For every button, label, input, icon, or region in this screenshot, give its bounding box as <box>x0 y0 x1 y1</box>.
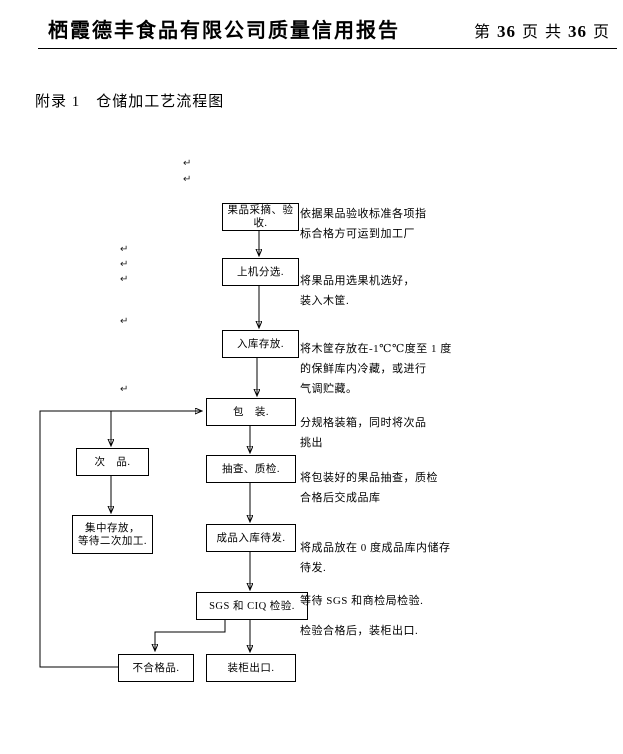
flow-box-sgs: SGS 和 CIQ 检验. <box>196 592 308 620</box>
flow-box-pick: 果品采摘、验收. <box>222 203 299 231</box>
arrow-reject-return-to-pack <box>39 411 202 668</box>
flow-box-pack: 包 装. <box>206 398 296 426</box>
flow-box-hold: 集中存放， 等待二次加工. <box>72 515 153 554</box>
flow-box-finished: 成品入库待发. <box>206 524 296 552</box>
flow-box-store: 入库存放. <box>222 330 299 358</box>
page-current: 36 <box>496 22 516 41</box>
flow-note-export: 检验合格后，装柜出口. <box>300 625 419 637</box>
linebreak-mark: ↵ <box>120 316 129 327</box>
page-suffix: 页 <box>592 24 610 41</box>
linebreak-mark: ↵ <box>183 174 192 185</box>
flow-note-inspection: 将包装好的果品抽查，质检 合格后交成品库 <box>300 472 438 504</box>
page-total: 36 <box>567 22 587 41</box>
page-label: 页 <box>521 24 539 41</box>
page-prefix: 第 <box>473 24 491 41</box>
flow-note-finished: 将成品放在 0 度成品库内储存 待发. <box>300 542 451 574</box>
flow-note-sorting: 将果品用选果机选好， 装入木筐. <box>300 275 415 307</box>
linebreak-mark: ↵ <box>120 274 129 285</box>
report-title: 栖霞德丰食品有限公司质量信用报告 <box>48 20 400 42</box>
flow-note-acceptance: 依据果品验收标准各项指 标合格方可运到加工厂 <box>300 208 427 240</box>
flow-note-packing: 分规格装箱，同时将次品 挑出 <box>300 417 427 449</box>
arrow-sgs-to-reject <box>155 618 226 651</box>
flow-note-storage: 将木筐存放在-1℃℃度至 1 度 的保鲜库内冷藏，或进行 气调贮藏。 <box>300 343 452 395</box>
linebreak-mark: ↵ <box>120 384 129 395</box>
flow-box-inspect: 抽查、质检. <box>206 455 296 483</box>
linebreak-mark: ↵ <box>120 244 129 255</box>
page-conj: 共 <box>544 24 562 41</box>
flow-box-reject: 不合格品. <box>118 654 194 682</box>
flow-box-sort: 上机分选. <box>222 258 299 286</box>
flow-note-sgs-wait: 等待 SGS 和商检局检验. <box>300 595 424 607</box>
header-rule <box>38 48 617 49</box>
linebreak-mark: ↵ <box>183 158 192 169</box>
appendix-title: 附录 1 仓储加工艺流程图 <box>35 94 225 110</box>
flow-box-export: 装柜出口. <box>206 654 296 682</box>
flow-box-defect: 次 品. <box>76 448 149 476</box>
linebreak-mark: ↵ <box>120 259 129 270</box>
